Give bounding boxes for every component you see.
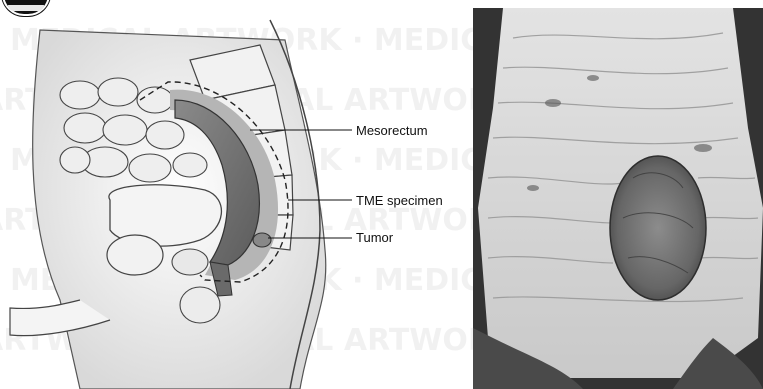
label-mesorectum: Mesorectum	[356, 123, 428, 138]
prostate	[172, 249, 208, 275]
specimen-tumor	[610, 156, 706, 300]
specimen-photo	[473, 8, 763, 389]
scrotum	[180, 287, 220, 323]
label-tumor: Tumor	[356, 230, 393, 245]
label-tme-specimen: TME specimen	[356, 193, 443, 208]
pubic-bone	[107, 235, 163, 275]
tumor	[253, 233, 271, 247]
